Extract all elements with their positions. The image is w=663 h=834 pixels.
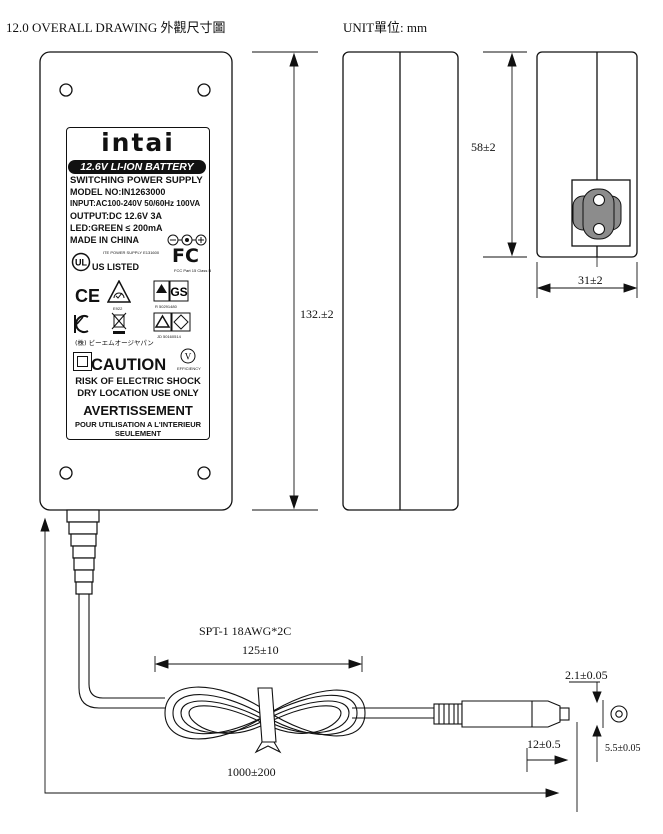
screw-hole-bl [59, 466, 73, 480]
dim-plug: 12±0.5 [527, 737, 561, 751]
dim-width: 31±2 [578, 273, 603, 287]
svg-text:GS: GS [170, 285, 187, 299]
dim-barrel: 5.5±0.05 [605, 743, 641, 754]
strain-relief-body [66, 509, 100, 595]
rating-label: intai 12.6V LI-ION BATTERY SWITCHING POW… [66, 127, 212, 440]
cable-spec: SPT-1 18AWG*2C [199, 624, 292, 638]
country-of-origin: MADE IN CHINA [70, 235, 139, 245]
dim-pin: 2.1±0.05 [565, 668, 608, 682]
ul-icon: UL [71, 252, 91, 272]
double-insulation-icon [73, 352, 92, 371]
model-number: MODEL NO:IN1263000 [70, 187, 166, 197]
dc-cable [78, 594, 434, 719]
dim-length: 132.±2 [300, 307, 334, 321]
cable-coil [164, 686, 366, 740]
polarity-icon [167, 234, 207, 246]
battery-banner: 12.6V LI-ION BATTERY [68, 160, 206, 174]
dim-coil: 125±10 [242, 643, 279, 657]
led-spec: LED:GREEN ≤ 200mA [70, 223, 163, 233]
avertissement: AVERTISSEMENT [83, 403, 193, 418]
caution-heading: CAUTION [91, 356, 167, 374]
rcm-icon [107, 280, 131, 303]
rcm-code: E922 [113, 306, 123, 311]
dc-plug [433, 700, 628, 728]
screw-hole-tl [59, 83, 73, 97]
dim-cable-length: 1000±200 [227, 765, 276, 779]
gs-mark-icon: GS [153, 280, 189, 302]
svg-text:UL: UL [75, 258, 87, 268]
pse-mark-icon [153, 312, 191, 332]
output-rating: OUTPUT:DC 12.6V 3A [70, 211, 163, 221]
weee-icon [111, 312, 127, 334]
adapter-front-view [39, 51, 233, 511]
cable-tie [254, 687, 282, 754]
ul-text: ITE POWER SUPPLY E131600 [103, 250, 160, 255]
screw-hole-tr [197, 83, 211, 97]
screw-hole-br [197, 466, 211, 480]
drawing-title: 12.0 OVERALL DRAWING 外觀尺寸圖 [6, 20, 226, 35]
risk-warning: RISK OF ELECTRIC SHOCK [75, 376, 201, 387]
ce-mark: CE [75, 286, 101, 306]
pse-code: JD 50160514 [157, 334, 181, 339]
svg-text:V: V [185, 352, 192, 362]
seulement: SEULEMENT [114, 429, 162, 438]
kc-mark-icon [74, 315, 89, 333]
ac-inlet-socket [571, 179, 631, 247]
input-rating: INPUT:AC100-240V 50/60Hz 100VA [70, 199, 201, 208]
brand-logo: intai [101, 128, 175, 157]
dry-location: DRY LOCATION USE ONLY [77, 388, 199, 399]
product-type: SWITCHING POWER SUPPLY [70, 175, 203, 186]
fcc-text: FCC Part 15 Class B [174, 268, 212, 273]
gs-code: R 50291480 [155, 304, 177, 309]
pour-utilisation: POUR UTILISATION A L'INTERIEUR [74, 420, 202, 429]
japan-importer: (株) ビーエムオージヤパン [75, 339, 154, 347]
adapter-end-view [536, 51, 638, 258]
unit-label: UNIT單位: mm [343, 20, 428, 35]
efficiency-label: EFFICIENCY [177, 366, 201, 371]
dim-height: 58±2 [471, 140, 496, 154]
fcc-mark: FC [172, 245, 199, 267]
efficiency-icon: V [180, 348, 196, 364]
ul-listed: US LISTED [92, 262, 140, 272]
